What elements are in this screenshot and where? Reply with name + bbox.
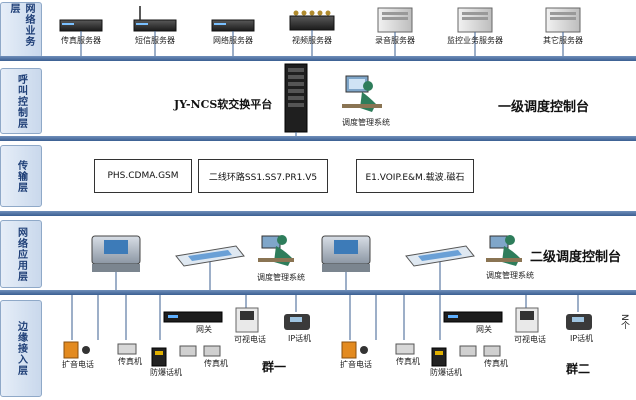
bus-line-transport — [0, 211, 636, 216]
gateway-1 — [163, 311, 223, 323]
server-label-network: 网络服务器 — [213, 36, 253, 45]
softswitch-cabinet — [284, 63, 308, 136]
dispatch-keyboard-2 — [405, 245, 475, 290]
server-label-fax: 传真服务器 — [61, 36, 101, 45]
dispatch-console-1 — [91, 235, 141, 290]
alarm-phone-2 — [431, 347, 447, 367]
level1-console-label: 一级调度控制台 — [498, 100, 590, 115]
fax-label-1: 传真机 — [118, 357, 142, 366]
dispatch-keyboard-1 — [175, 245, 245, 290]
transport-box-digital: E1.VOIP.E&M.载波.磁石 — [356, 159, 474, 193]
alarm-phone-label-2: 防爆话机 — [430, 368, 462, 377]
server-other — [545, 7, 581, 56]
bus-line-call-control — [0, 136, 636, 141]
speaker-phone-2 — [341, 341, 368, 359]
layer-edge-access-label: 边缘接入层 — [15, 321, 27, 376]
operator-workstation-right — [486, 235, 522, 266]
group-two-name: 群二 — [566, 362, 591, 376]
group1-small-phones — [179, 345, 221, 357]
transport-box-analog: 二线环路SS1.SS7.PR1.V5 — [198, 159, 328, 193]
layer-tab-network-app: 网络应用层 — [0, 220, 42, 288]
layer-business-label: 网络业务层 — [8, 3, 34, 47]
operator-workstation-top — [342, 75, 382, 112]
video-phone-1 — [235, 307, 259, 333]
layer-call-control-label: 呼叫控制层 — [15, 73, 27, 129]
alarm-phone-1 — [151, 347, 167, 367]
operator-label-top: 调度管理系统 — [342, 118, 390, 127]
more-groups-label: N个 — [619, 314, 629, 330]
layer-tab-call-control: 呼叫控制层 — [0, 68, 42, 134]
fax-label-1b: 传真机 — [204, 359, 228, 368]
bus-line-business — [0, 56, 636, 61]
fax-2 — [395, 343, 415, 355]
server-network — [211, 19, 255, 56]
bus-line-network-app — [0, 290, 636, 295]
gateway-label-1: 网关 — [196, 325, 212, 334]
layer-tab-edge-access: 边缘接入层 — [0, 300, 42, 397]
ip-phone-label-2: IP话机 — [570, 334, 594, 343]
gateway-label-2: 网关 — [476, 325, 492, 334]
layer-network-app-label: 网络应用层 — [15, 226, 27, 282]
fax-label-2: 传真机 — [396, 357, 420, 366]
speaker-phone-1 — [63, 341, 90, 359]
softswitch-platform-label: JY-NCS软交换平台 — [174, 98, 273, 111]
server-label-sms: 短信服务器 — [135, 36, 175, 45]
server-label-other: 其它服务器 — [543, 36, 583, 45]
server-fax — [59, 19, 103, 56]
server-label-video: 视频服务器 — [292, 36, 332, 45]
server-label-monitoring: 监控业务服务器 — [447, 36, 503, 45]
edge-drop-lines — [71, 295, 579, 340]
operator-label-right: 调度管理系统 — [486, 271, 534, 280]
group-one-name: 群一 — [262, 360, 287, 374]
alarm-phone-label-1: 防爆话机 — [150, 368, 182, 377]
speaker-phone-label-2: 扩音电话 — [340, 360, 372, 369]
ip-phone-1 — [284, 314, 310, 330]
server-recording — [377, 7, 413, 56]
video-phone-label-1: 可视电话 — [234, 335, 266, 344]
layer-tab-business: 网络业务层 — [0, 2, 42, 58]
server-sms — [133, 6, 177, 56]
operator-workstation-left — [258, 235, 294, 266]
video-phone-2 — [515, 307, 539, 333]
operator-label-left: 调度管理系统 — [257, 273, 305, 282]
dispatch-console-2 — [321, 235, 371, 290]
server-label-recording: 录音服务器 — [375, 36, 415, 45]
fax-1 — [117, 343, 137, 355]
fax-label-2b: 传真机 — [484, 359, 508, 368]
ip-phone-label-1: IP话机 — [288, 334, 312, 343]
layer-tab-transport: 传输层 — [0, 145, 42, 207]
layer-transport-label: 传输层 — [15, 159, 27, 193]
level2-console-label: 二级调度控制台 — [530, 250, 622, 265]
speaker-phone-label-1: 扩音电话 — [62, 360, 94, 369]
gateway-2 — [443, 311, 503, 323]
server-monitoring — [457, 7, 493, 56]
video-phone-label-2: 可视电话 — [514, 335, 546, 344]
server-video — [289, 10, 335, 56]
group2-small-phones — [459, 345, 501, 357]
ip-phone-2 — [566, 314, 592, 330]
transport-box-wireless: PHS.CDMA.GSM — [94, 159, 192, 193]
